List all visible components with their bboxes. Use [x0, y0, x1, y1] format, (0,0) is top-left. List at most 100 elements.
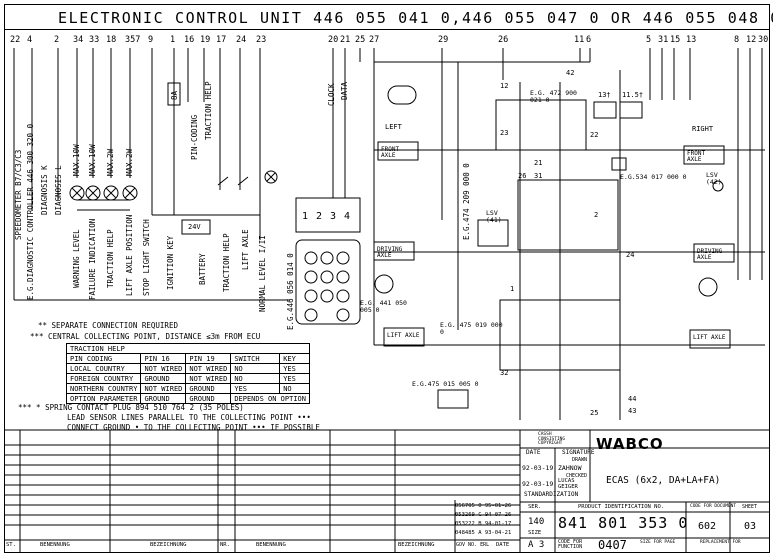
- port-label: 23: [500, 129, 509, 137]
- bottom-col: DATE: [496, 542, 510, 548]
- drawing-description: ECAS (6x2, DA+LA+FA): [606, 475, 721, 486]
- pressure-gauge-right: [698, 277, 718, 297]
- pin-number: 15: [670, 35, 681, 45]
- failure-lamp: [85, 185, 101, 201]
- front-axle-left: [377, 141, 419, 161]
- pid-header: PRODUCT IDENTIFICATION NO.: [578, 504, 665, 510]
- remote-key: [320, 251, 334, 265]
- code-header: CODE FOR FUNCTION: [558, 539, 583, 550]
- ignition-label: IGNITION KEY: [166, 235, 175, 290]
- port-label: 1: [510, 285, 515, 293]
- table-cell: NOT WIRED: [140, 383, 187, 394]
- port-label: 24: [626, 251, 635, 259]
- traction-label: TRACTION HELP: [106, 229, 115, 288]
- eg534-label: E.G.534 017 000 0: [620, 173, 687, 181]
- table-cell: GROUND: [140, 373, 187, 384]
- rev-no: 048485: [455, 530, 475, 536]
- bottom-col: BENENNUNG: [40, 542, 70, 548]
- valve-475a: [499, 299, 621, 371]
- pin-number: 30: [758, 35, 769, 45]
- pin-number: 18: [106, 35, 117, 45]
- pin-number: 31: [658, 35, 669, 45]
- table-cell: NO: [230, 363, 281, 374]
- replacement-label: REPLACEMENT FOR: [700, 540, 741, 545]
- warning-lamp: [69, 185, 85, 201]
- note-5: CONNECT GROUND • TO THE COLLECTING POINT…: [67, 423, 320, 432]
- rev-letter: C: [478, 512, 482, 518]
- date-header: DATE: [526, 449, 541, 456]
- key-3: 3: [330, 211, 337, 222]
- switch-contact: [217, 176, 249, 186]
- pin-number: 2: [54, 35, 60, 45]
- lsv-right-label: LSV (42): [706, 171, 722, 186]
- pin-number: 6: [586, 35, 592, 45]
- pin-number: 20: [328, 35, 339, 45]
- table-cell: GROUND: [140, 393, 187, 404]
- size-value: A 3: [528, 540, 545, 550]
- pressure-13-label: 13†: [598, 91, 611, 99]
- pin-number: 22: [10, 35, 21, 45]
- pin-coding-label: PIN-CODING: [190, 114, 199, 160]
- remote-key: [304, 308, 318, 322]
- doc-header: CODE FOR DOCUMENT: [690, 504, 737, 509]
- table-header: KEY: [279, 353, 310, 364]
- key-1: 1: [302, 211, 309, 222]
- drive-axle-right-label: DRIVING AXLE: [697, 248, 723, 261]
- lift-axle-right: [689, 329, 731, 349]
- pin-number: 8: [734, 35, 740, 45]
- eg472-label: E.G. 472 900 021 0: [530, 89, 577, 104]
- pin-number: 33: [89, 35, 100, 45]
- pin-number: 9: [148, 35, 154, 45]
- lift-axle-left-label: LIFT AXLE: [387, 332, 420, 339]
- table-cell: NOT WIRED: [140, 363, 187, 374]
- revision-row: 048485 A 93-04-21: [455, 530, 520, 540]
- note-2: *** CENTRAL COLLECTING POINT, DISTANCE ≤…: [30, 332, 261, 341]
- table-cell: FOREIGN COUNTRY: [65, 373, 142, 384]
- table-cell: NORTHERN COUNTRY: [65, 383, 142, 394]
- pin-number: 25: [355, 35, 366, 45]
- normal-level-lamp: [264, 170, 278, 184]
- max-label: MAX.2W: [125, 148, 134, 176]
- stop-light-label: STOP LIGHT SWITCH: [142, 219, 151, 296]
- port-label: 42: [566, 69, 575, 77]
- pin-number: 357: [125, 35, 141, 45]
- pin-number: 11: [574, 35, 585, 45]
- pin-number: 4: [27, 35, 33, 45]
- rev-date: 95-01-26: [484, 503, 512, 509]
- eg441-label: E.G. 441 050 005 0: [360, 299, 407, 314]
- bottom-col: BEZEICHNUNG: [150, 542, 187, 548]
- eg474-label: E.G.474 209 000 0: [462, 163, 471, 240]
- battery-box: [181, 219, 211, 235]
- remote-key: [336, 251, 350, 265]
- table-cell: GROUND: [185, 393, 232, 404]
- table-cell: OPTION PARAMETER: [65, 393, 142, 404]
- remote-key: [336, 289, 350, 303]
- rev-no: 053222: [455, 521, 475, 527]
- ser-value: 140: [528, 517, 545, 527]
- table-cell: GROUND: [185, 383, 232, 394]
- drive-axle-left-label: DRIVING AXLE: [377, 246, 403, 259]
- key-4: 4: [344, 211, 351, 222]
- max-label: MAX.10W: [72, 144, 81, 176]
- data-label: DATA: [340, 81, 349, 100]
- eg475a-label: E.G. 475 019 000 0: [440, 321, 503, 336]
- remote-key: [304, 289, 318, 303]
- lift-axle-left: [383, 327, 425, 347]
- port-label: 31: [534, 172, 543, 180]
- remote-key: [336, 308, 350, 322]
- pin-number: 26: [498, 35, 509, 45]
- drive-axle-left: [373, 241, 415, 261]
- port-label: 32: [500, 369, 509, 377]
- port-label: 2: [594, 211, 599, 219]
- rev-letter: A: [478, 530, 482, 536]
- table-header: SWITCH: [230, 353, 281, 364]
- lift-lamp: [122, 185, 138, 201]
- pressure-switch-13: [593, 101, 617, 119]
- table-cell: YES: [230, 383, 281, 394]
- rev-letter: B: [478, 521, 482, 527]
- table-header: PIN 16: [140, 353, 187, 364]
- table-header: PIN 19: [185, 353, 232, 364]
- rev-date: 93-04-21: [484, 530, 512, 536]
- diag-k-label: DIAGNOSIS K: [40, 165, 49, 215]
